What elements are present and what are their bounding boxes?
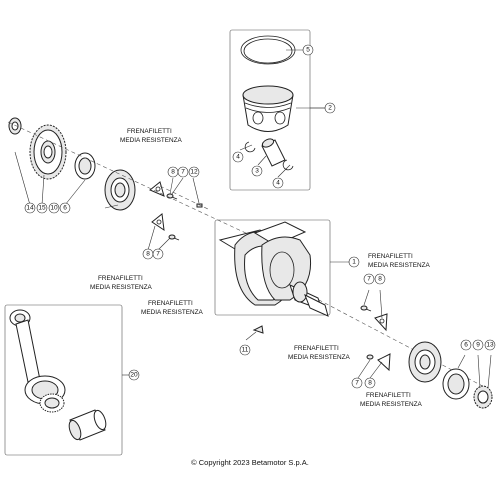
oil-seal-right [442,368,470,400]
woodruff-key-11 [252,325,264,334]
callout-14: 14 [24,202,36,214]
note-threadlock-left-line1: FRENAFILETTI [98,275,143,282]
callout-7-lower-right: 7 [351,377,363,389]
connecting-rod [9,309,66,405]
note-threadlock-right: FRENAFILETTI MEDIA RESISTENZA [368,253,431,269]
main-bearing-right [408,341,442,383]
screw-lower [168,234,180,241]
circlip-left [244,141,256,153]
callout-11-label: 11 [242,347,249,354]
leader-lines [14,49,492,389]
main-bearing-left [104,169,136,211]
screw-right [360,305,372,312]
screw-upper [166,193,178,200]
crankshaft [218,221,329,317]
lock-plate-lower [151,213,165,232]
callout-3: 3 [251,165,263,177]
callout-20: 20 [128,369,140,381]
note-threadlock-middle-line2: MEDIA RESISTENZA [288,354,351,361]
small-ring-15 [8,117,22,135]
callout-13: 13 [484,339,496,351]
callout-7-right: 7 [363,273,375,285]
callout-7-right-label: 7 [367,276,371,283]
callout-7-lower-right-label: 7 [355,380,359,387]
callout-8-upper-label: 8 [171,169,175,176]
callout-7-upper-label: 7 [181,169,185,176]
lock-plate-right [374,313,388,332]
note-threadlock-bottom-right-line2: MEDIA RESISTENZA [360,401,423,408]
callout-8-right-label: 8 [378,276,382,283]
callout-8-lower-right-label: 8 [368,380,372,387]
note-threadlock-right-line2: MEDIA RESISTENZA [368,262,431,269]
callout-4-right: 4 [272,177,284,189]
callout-14-label: 14 [26,205,34,212]
note-threadlock-left-line2: MEDIA RESISTENZA [90,284,153,291]
callout-4-left: 4 [232,151,244,163]
note-threadlock-top-line1: FRENAFILETTI [127,128,172,135]
piston [242,85,294,132]
piston-group-box [229,29,311,191]
callout-1-label: 1 [352,259,356,266]
crankshaft-group-box [214,219,331,316]
note-threadlock-top: FRENAFILETTI MEDIA RESISTENZA [120,128,183,144]
crank-nut [473,385,493,409]
callout-8-upper: 8 [167,166,179,178]
callout-10-label: 10 [50,205,58,212]
callout-6-left: 6 [59,202,71,214]
note-threadlock-middle: FRENAFILETTI MEDIA RESISTENZA [288,345,351,361]
callout-12-label: 12 [190,169,198,176]
connecting-rod-group-box [4,304,123,456]
note-threadlock-center: FRENAFILETTI MEDIA RESISTENZA [141,300,204,316]
callout-8-right: 8 [374,273,386,285]
callout-5-label: 5 [306,47,310,54]
callout-20-label: 20 [130,372,138,379]
callout-8-lower-right: 8 [364,377,376,389]
note-threadlock-left: FRENAFILETTI MEDIA RESISTENZA [90,275,153,291]
crank-pin [68,409,107,441]
callout-6-right: 6 [460,339,472,351]
callout-5: 5 [302,44,314,56]
callout-8-lower-label: 8 [146,251,150,258]
callout-2-label: 2 [328,105,332,112]
note-threadlock-bottom-right: FRENAFILETTI MEDIA RESISTENZA [360,392,423,408]
callout-4-left-label: 4 [236,154,240,161]
copyright-notice: © Copyright 2023 Betamotor S.p.A. [191,458,309,467]
note-threadlock-center-line1: FRENAFILETTI [148,300,193,307]
callout-3-label: 3 [255,168,259,175]
note-threadlock-bottom-right-line1: FRENAFILETTI [366,392,411,399]
oil-seal-left [74,152,96,180]
screw-lower-right [366,354,374,360]
callout-13-label: 13 [486,342,494,349]
note-threadlock-middle-line1: FRENAFILETTI [294,345,339,352]
callout-9-label: 9 [476,342,480,349]
dowel-pin-12 [196,203,203,208]
callout-12: 12 [188,166,200,178]
callout-8-lower: 8 [142,248,154,260]
drive-gear [29,124,67,180]
lock-plate-upper [149,181,165,197]
callout-10: 10 [48,202,60,214]
callout-4-right-label: 4 [276,180,280,187]
piston-pin [261,138,286,167]
callout-9: 9 [472,339,484,351]
lock-plate-lower-right [377,353,391,372]
note-threadlock-top-line2: MEDIA RESISTENZA [120,137,183,144]
callout-1: 1 [348,256,360,268]
callout-2: 2 [324,102,336,114]
callout-15-label: 15 [38,205,46,212]
circlip-right [282,159,294,171]
callout-11: 11 [239,344,251,356]
callout-15: 15 [36,202,48,214]
note-threadlock-right-line1: FRENAFILETTI [368,253,413,260]
note-threadlock-center-line2: MEDIA RESISTENZA [141,309,204,316]
callout-6-right-label: 6 [464,342,468,349]
callout-7-lower-label: 7 [156,251,160,258]
callout-7-upper: 7 [177,166,189,178]
needle-bearing [39,393,65,413]
callout-7-lower: 7 [152,248,164,260]
callout-6-left-label: 6 [63,205,67,212]
